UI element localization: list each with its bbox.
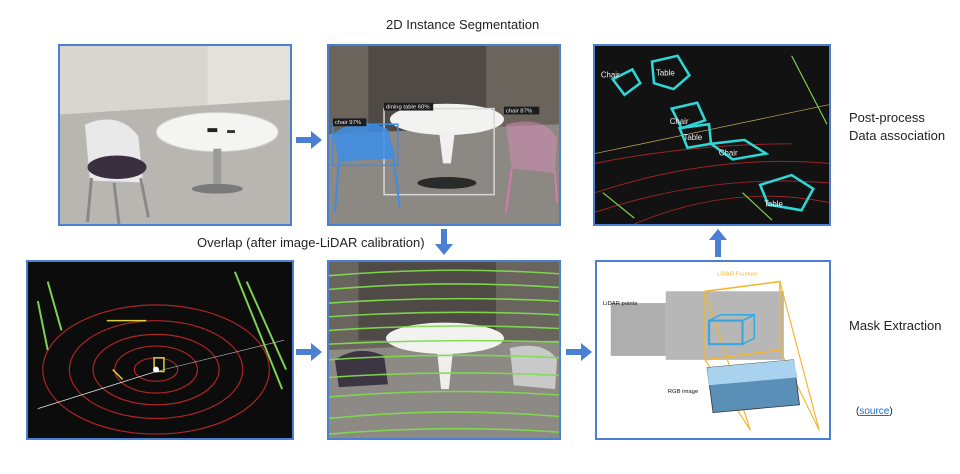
arrow-to-segmentation xyxy=(296,131,322,149)
rgb-image-label: RGB image xyxy=(668,389,698,395)
segmentation-image: dining table 60% chair 97% chair 87% xyxy=(329,46,559,224)
overlap-panel xyxy=(327,260,561,440)
overlap-image xyxy=(329,262,559,438)
frustum-diagram: LiDAR Frustum LiDAR points RGB image xyxy=(597,262,829,438)
segmentation-panel: dining table 60% chair 97% chair 87% xyxy=(327,44,561,226)
lidar-panel xyxy=(26,260,294,440)
overlap-label: Overlap (after image-LiDAR calibration) xyxy=(197,235,425,250)
source-close: ) xyxy=(889,406,893,417)
detection-table-1: Table xyxy=(656,68,675,77)
frustum-label: LiDAR Frustum xyxy=(717,272,757,278)
detection-chair-1: Chair xyxy=(601,70,620,79)
detection-chair-2: Chair xyxy=(670,117,689,126)
source-open: ( xyxy=(856,406,860,417)
detection-table-2: Table xyxy=(683,133,702,142)
detection-chair-3: Chair xyxy=(719,149,738,158)
mask-panel: LiDAR Frustum LiDAR points RGB image xyxy=(595,260,831,440)
lidar-pointcloud xyxy=(28,262,292,438)
arrow-to-overlap xyxy=(435,229,453,255)
postprocess-panel: Chair Table Chair Table Chair Table xyxy=(593,44,831,226)
lidar-points-label: LiDAR points xyxy=(603,301,637,307)
mask-extraction-label: Mask Extraction xyxy=(849,318,942,333)
tag-table: dining table 60% xyxy=(386,105,430,111)
room-photo xyxy=(60,46,290,224)
arrow-to-postprocess xyxy=(709,229,727,257)
arrow-to-overlap-view xyxy=(296,343,322,361)
source-link[interactable]: source xyxy=(859,406,890,417)
data-association-label: Data association xyxy=(849,128,946,143)
arrow-to-mask xyxy=(566,343,592,361)
segmentation-title: 2D Instance Segmentation xyxy=(386,17,540,32)
source-note: (source) xyxy=(856,406,893,417)
tag-chair-right: chair 87% xyxy=(506,109,533,115)
detection-pointcloud: Chair Table Chair Table Chair Table xyxy=(595,46,829,224)
photo-panel xyxy=(58,44,292,226)
detection-table-3: Table xyxy=(764,199,783,208)
tag-chair-left: chair 97% xyxy=(335,120,362,126)
postprocess-label: Post-process xyxy=(849,110,925,125)
